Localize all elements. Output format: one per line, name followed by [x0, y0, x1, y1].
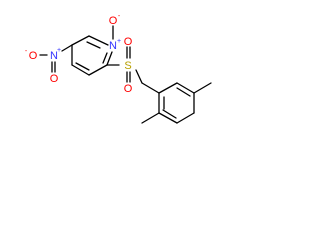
bond-c5-nitro [61, 44, 73, 52]
bond-c2-n1-inner [102, 52, 108, 64]
atom-nitro-o-left: O [29, 50, 38, 62]
bond-c4-c3 [71, 64, 90, 76]
bond-a5-a6-inner [162, 109, 177, 119]
bond-a2-a3-inner [176, 87, 191, 97]
atom-sulfonyl-o-top: O [124, 36, 133, 48]
bond-ch2-ring [141, 82, 160, 94]
bond-methyl-top [193, 82, 212, 94]
charge-ring-n: + [117, 38, 121, 45]
bond-n1-c6-inner [86, 41, 101, 49]
bond-c2-n1 [106, 51, 113, 66]
molecule-structure-diagram: N + O - N + O - O S O O [25, 13, 212, 124]
bond-c6-c5 [71, 35, 90, 46]
atom-sulfonyl-o-bottom: O [124, 83, 133, 95]
bond-n1-c6 [88, 35, 109, 46]
atom-n-oxide-o: O [109, 15, 118, 27]
charge-nitro-n: + [57, 47, 61, 54]
bond-a2-a3 [176, 82, 195, 94]
bond-a1-a2 [158, 82, 178, 94]
structure-canvas: N + O - N + O - O S O O [25, 13, 212, 124]
atom-ring-n: N [109, 40, 117, 52]
atom-sulfonyl-s: S [124, 60, 131, 72]
bond-methyl-bottom [141, 112, 160, 124]
atom-nitro-n: N [50, 50, 58, 62]
charge-n-oxide-o: - [118, 13, 121, 20]
bonds [39, 25, 212, 124]
atom-nitro-o-bottom: O [50, 73, 59, 85]
bond-a5-a6 [158, 112, 178, 124]
bond-s-ch2 [135, 69, 143, 84]
charge-nitro-o-left: - [25, 48, 28, 55]
bond-a4-a5 [176, 112, 195, 124]
bond-c3-c2 [88, 64, 108, 76]
bond-c4-c3-inner [75, 62, 90, 71]
